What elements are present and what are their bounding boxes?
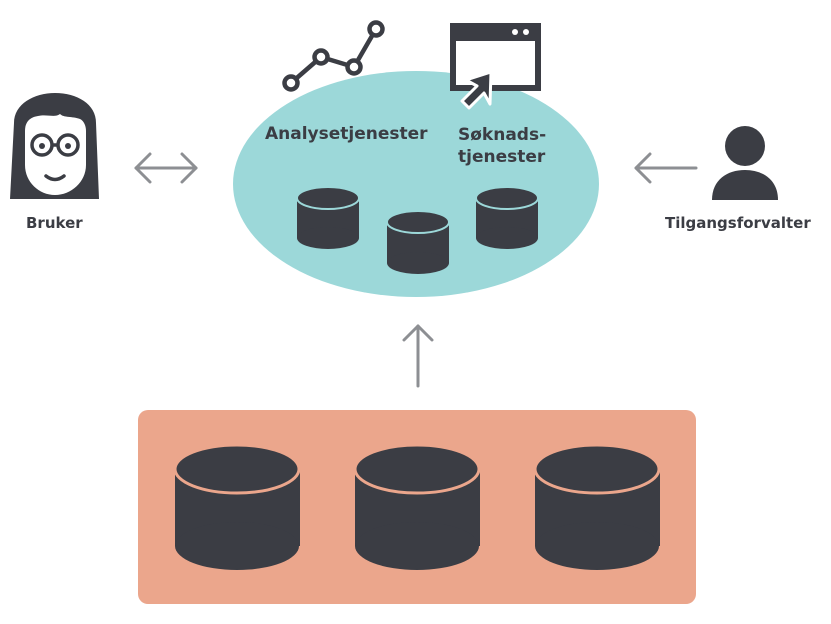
woman-with-glasses-icon [10,93,99,199]
bidirectional-arrow [134,152,198,184]
database-icon [296,186,360,249]
person-silhouette-icon [712,126,778,200]
database-icon [533,443,661,570]
arrow-up [402,324,434,388]
application-services-line1: Søknads- [458,125,547,145]
database-icon [173,443,301,570]
access-manager-label: Tilgangsforvalter [665,214,811,232]
browser-cursor-icon [450,23,541,110]
application-services-line2: tjenester [458,147,546,167]
application-services-label: Søknads- tjenester [458,124,546,168]
user-label: Bruker [26,214,83,232]
database-icon [475,186,539,249]
database-icon [353,443,481,570]
line-chart-icon [282,20,385,92]
arrow-left [634,152,698,184]
analysis-services-label: Analysetjenester [265,124,428,144]
database-icon [386,210,450,274]
